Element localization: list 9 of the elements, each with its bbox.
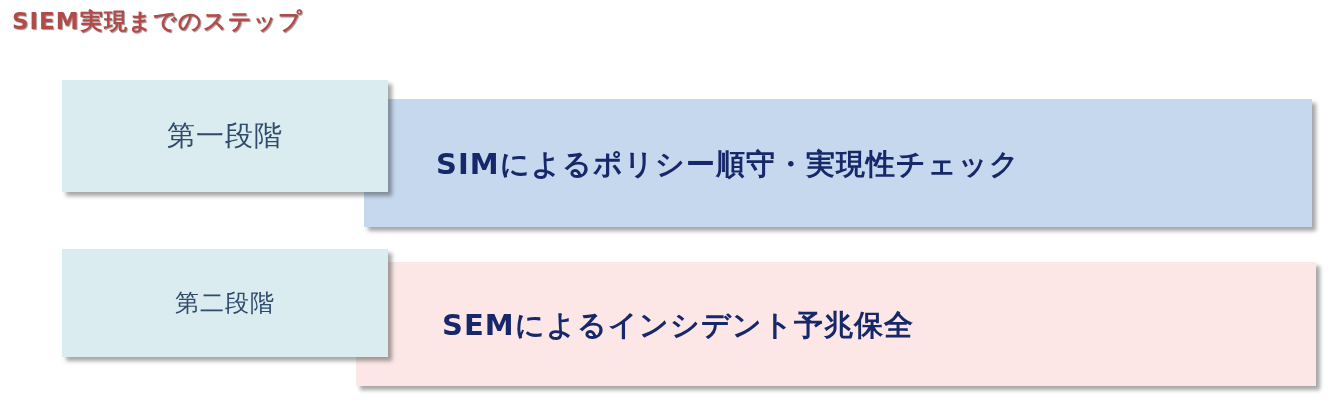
step-text: SEMによるインシデント予兆保全: [442, 307, 914, 344]
stage-label: 第一段階: [167, 118, 283, 154]
stage-label: 第二段階: [175, 288, 275, 319]
step-box: [364, 99, 1312, 227]
stage-box: [62, 249, 388, 357]
stage-box: [62, 80, 388, 192]
diagram-title: SIEM実現までのステップ: [12, 7, 303, 36]
step-text: SIMによるポリシー順守・実現性チェック: [436, 146, 1020, 183]
step-box: [356, 262, 1316, 386]
